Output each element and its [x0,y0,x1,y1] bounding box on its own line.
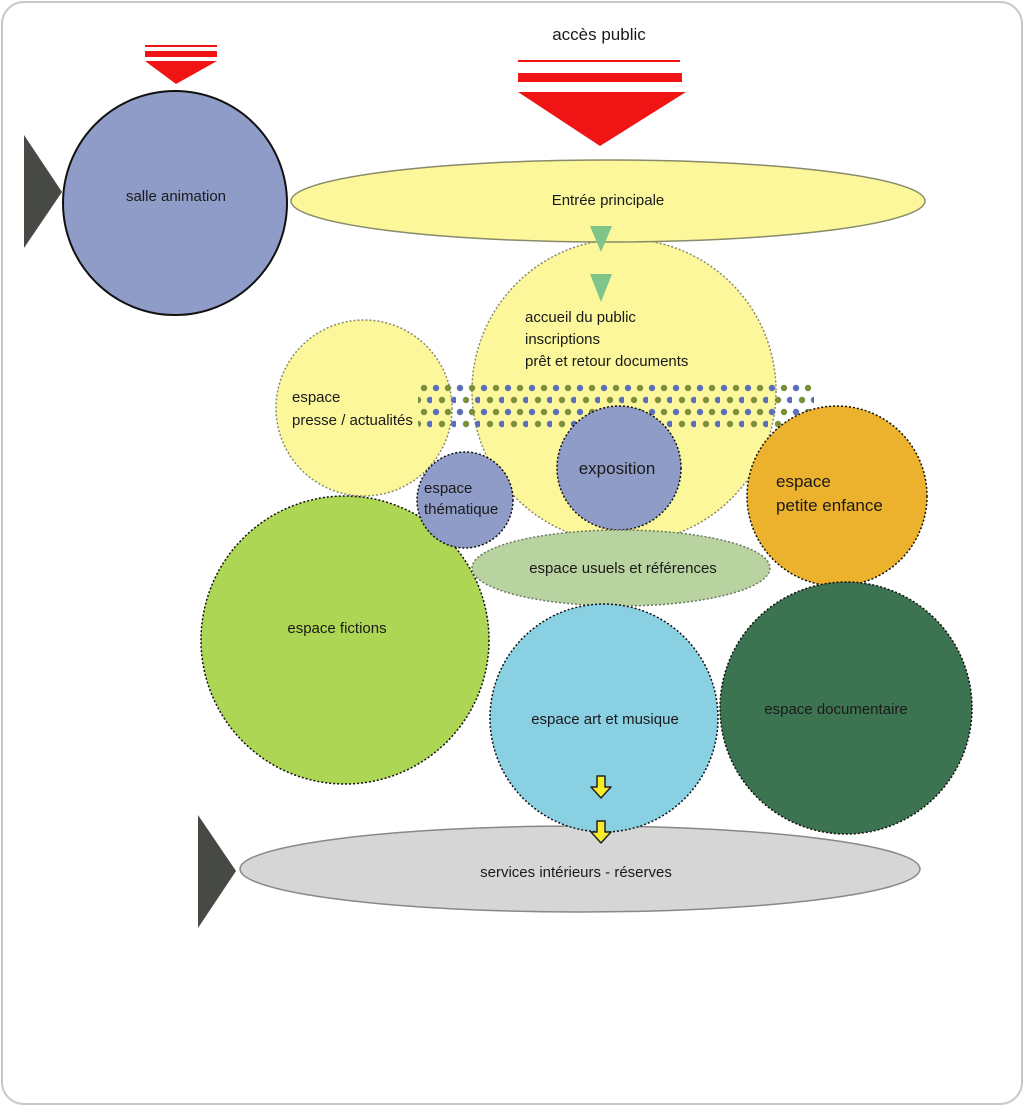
fictions-label: espace fictions [287,620,386,637]
side-marker-top-icon [24,135,62,248]
documentaire-circle [719,581,973,835]
petite-enfance-label-line2: petite enfance [776,496,883,515]
entree-principale-ellipse [290,159,926,243]
art-musique-label: espace art et musique [531,711,679,728]
accueil-label-line2: inscriptions [525,331,600,348]
salle-animation-label: salle animation [126,188,226,205]
flow-arrow-green-top-icon [590,226,612,252]
art-musique-circle [489,603,719,833]
salle-animation-circle [62,90,288,316]
presse-label-line2: presse / actualités [292,412,413,429]
thematique-label-line1: espace [424,480,472,497]
petite-enfance-label-line1: espace [776,472,831,491]
entree-principale-label: Entrée principale [552,192,665,209]
accueil-label-line3: prêt et retour documents [525,353,688,370]
documentaire-label: espace documentaire [764,701,907,718]
thematique-circle [416,451,514,549]
accueil-label-line1: accueil du public [525,309,636,326]
public-access-label: accès public [552,25,646,44]
side-marker-bottom-icon [198,815,236,928]
fictions-circle [200,495,490,785]
presse-label-line1: espace [292,389,340,406]
flow-arrow-yellow-top-icon [590,775,612,799]
exposition-label: exposition [579,459,656,478]
thematique-label-line2: thématique [424,501,498,518]
usuels-label: espace usuels et références [529,560,717,577]
public-access-arrow-icon [518,60,686,146]
animation-access-arrow-icon [145,45,217,84]
flow-arrow-green-bottom-icon [590,274,612,302]
flow-arrow-yellow-bottom-icon [590,820,612,844]
exposition-circle [556,405,682,531]
services-interieurs-label: services intérieurs - réserves [480,864,672,881]
